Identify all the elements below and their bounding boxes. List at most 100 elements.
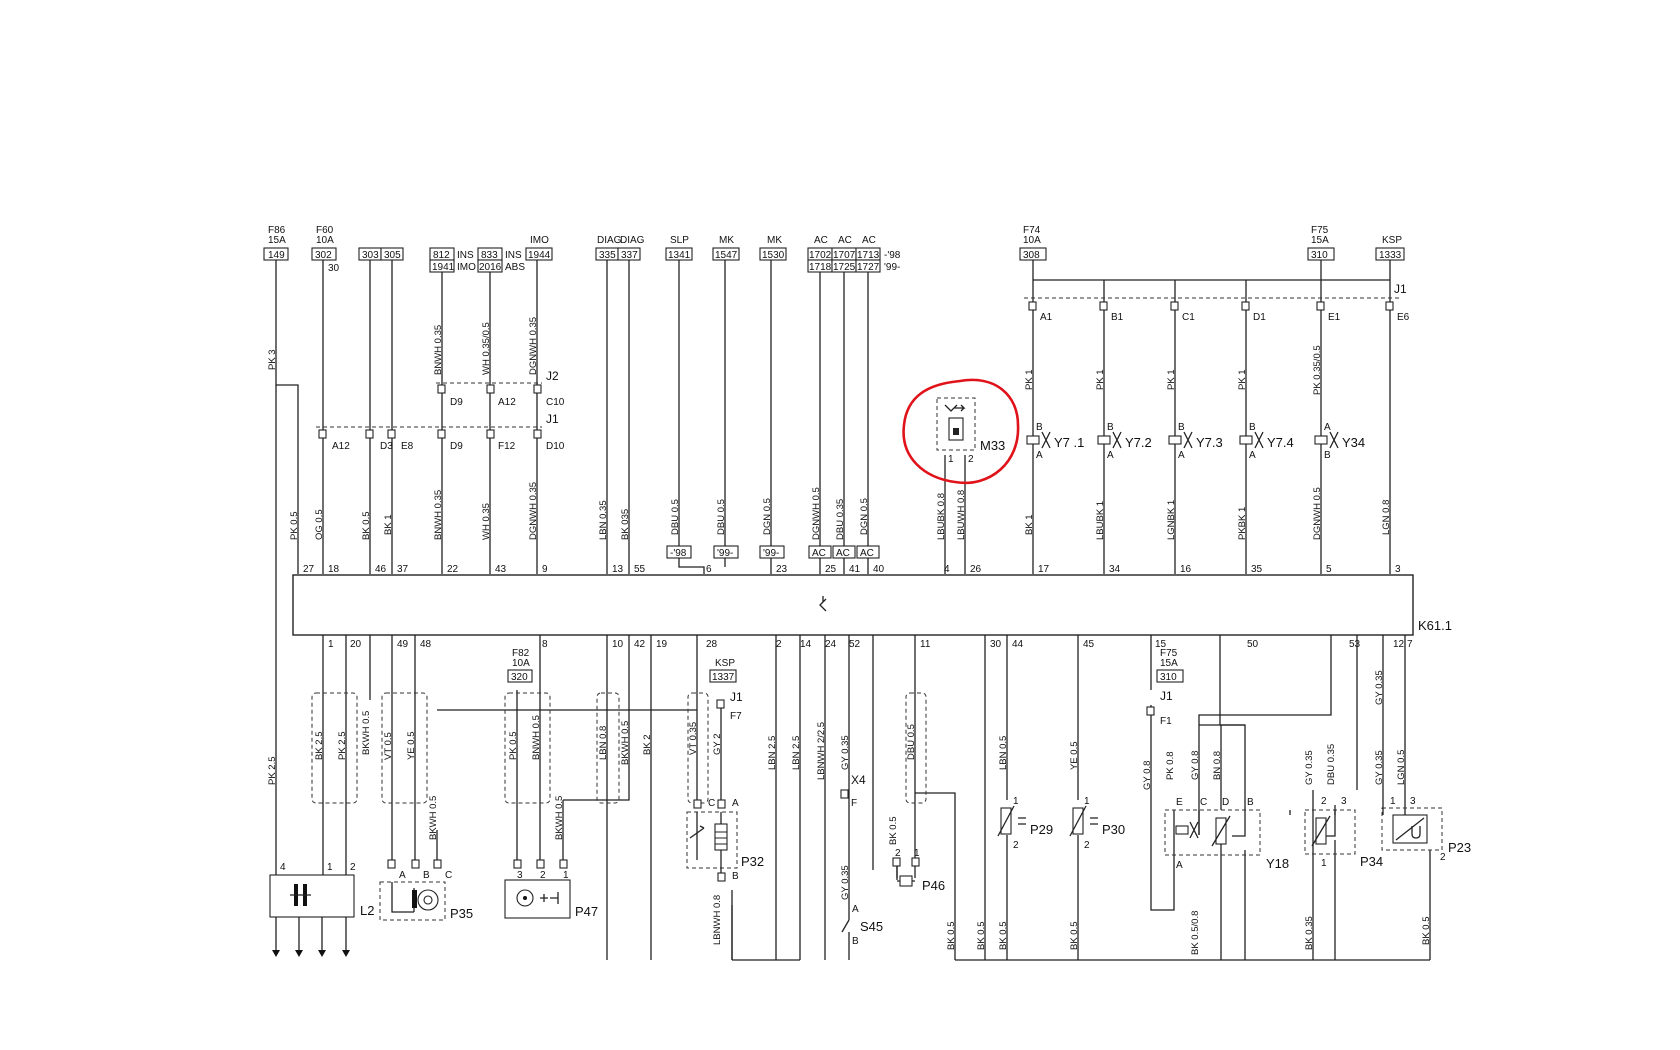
pin-label: 11 [920, 639, 931, 650]
pin-label: 1 [948, 454, 954, 465]
top-box-ins-imo: 812 1941 INS IMO 833 2016 INS ABS IMO 19… [429, 235, 553, 273]
connector-j1-right: J1 A1 B1 C1 D1 E1 E6 [1024, 282, 1410, 323]
component-label: P32 [741, 854, 764, 869]
pin-label: 43 [495, 564, 507, 575]
wire-label: BKWH 0.5 [428, 796, 439, 840]
top-box-ac: AC AC AC 1702 1707 1713 1718 1725 1727 -… [807, 235, 901, 273]
fuse-rating: 15A [268, 235, 286, 246]
pin-label: F1 [1160, 716, 1172, 727]
pin-label: D9 [450, 441, 463, 452]
wire-label: LBNWH 0.8 [712, 895, 723, 945]
pin-label: 6 [706, 564, 712, 575]
wire-label: LGN 0.8 [1381, 500, 1392, 535]
pin-label: E8 [401, 441, 414, 452]
fuse-num: 302 [315, 250, 332, 261]
pin-label: 17 [1038, 564, 1050, 575]
component-label: P23 [1448, 840, 1471, 855]
wire-label: DGN 0.5 [859, 498, 870, 535]
component-p46: 2 1 P46 [892, 848, 945, 893]
top-box-303-305: 303 305 [358, 247, 404, 261]
top-box-ksp: KSP 1333 [1375, 235, 1405, 261]
fuse-rating: 10A [1023, 235, 1041, 246]
wire-label: GY 0.35 [840, 865, 851, 900]
pin-label: C10 [546, 397, 565, 408]
pin-label: 10 [612, 639, 624, 650]
box-head: KSP [715, 658, 735, 669]
wire-label: DBU 0.5 [716, 499, 727, 535]
year-tag: -'98 [884, 250, 901, 261]
component-label: P34 [1360, 854, 1383, 869]
box-head: MK [767, 235, 782, 246]
box-head: MK [719, 235, 734, 246]
fuse-name: F75 [1160, 648, 1178, 659]
pin-label: 2 [1440, 852, 1446, 863]
top-fuse-f86: F86 15A 149 [263, 225, 289, 261]
component-label: P29 [1030, 822, 1053, 837]
pin-label: 23 [776, 564, 788, 575]
fuse-num: 310 [1160, 672, 1177, 683]
wire-label: BK 0.5 [976, 921, 987, 950]
box-head: SLP [670, 235, 689, 246]
wire-label: YE 0.5 [406, 731, 417, 760]
wire-label: LBNWH 2/2.5 [816, 722, 827, 780]
fuse-num: 320 [511, 672, 528, 683]
pin-label: 48 [420, 639, 432, 650]
valves-row: B A Y7 .1 B A Y7.2 B A Y7.3 B A Y7.4 [1026, 422, 1365, 461]
wire-label: DBU 0.35 [1326, 744, 1337, 785]
pin-label: 1 [327, 862, 333, 873]
pin-label: E1 [1328, 312, 1341, 323]
fuse-name: F74 [1023, 225, 1041, 236]
pin-label: 25 [825, 564, 837, 575]
fuse-name: F75 [1311, 225, 1329, 236]
valve-y74: B A Y7.4 [1239, 422, 1294, 461]
pin-label: 46 [375, 564, 387, 575]
connector-j1-top: J1 A12 D3 E8 D9 F12 D10 [316, 412, 565, 452]
pin-label: 20 [350, 639, 362, 650]
pin-label: 15 [1155, 639, 1167, 650]
pin-label: 9 [542, 564, 548, 575]
year-tag: '99- [717, 548, 733, 559]
box-num: 1725 [833, 262, 856, 273]
wire-label: BN 0.8 [1212, 751, 1223, 780]
pin-label: B [732, 871, 739, 882]
component-label: S45 [860, 919, 883, 934]
component-p29: 1 2 P29 [997, 796, 1053, 851]
wire-label: BK 2 [642, 734, 653, 755]
box-tag: INS [457, 250, 474, 261]
wire-label: PK 1 [1166, 369, 1177, 390]
wire-label: DGNWH 0.35 [528, 482, 539, 540]
wire-label: PK 0.5 [508, 731, 519, 760]
box-num: 812 [433, 250, 450, 261]
wire-label: DGNWH 0.5 [1312, 487, 1323, 540]
component-label: P46 [922, 878, 945, 893]
box-num: 1713 [857, 250, 880, 261]
fuse-name: F86 [268, 225, 286, 236]
box-num: 1944 [528, 250, 551, 261]
connector-label: J1 [1394, 282, 1407, 296]
fuse-note: 30 [328, 263, 340, 274]
connector-label: J1 [546, 412, 559, 426]
connector-label: J1 [1160, 689, 1173, 703]
component-p35: A B C P35 [379, 859, 473, 921]
top-fuse-f75: F75 15A 310 [1307, 225, 1335, 261]
pin-label: 35 [1251, 564, 1263, 575]
wire-label: GY 0.8 [1190, 751, 1201, 780]
wire-label: BK 2.5 [314, 731, 325, 760]
wire-label: BK 0.5/0.8 [1190, 911, 1201, 955]
fuse-f75-bottom: F75 15A 310 J1 F1 [1146, 648, 1184, 727]
pin-label: 22 [447, 564, 459, 575]
wire-label: BK 0.5 [1421, 916, 1432, 945]
wire-label: VT 0.5 [383, 732, 394, 760]
component-label: Y7.3 [1196, 435, 1223, 450]
top-wires [275, 260, 1391, 574]
ecu-k61-1: K61.1 [292, 574, 1452, 636]
wire-label: PK 1 [1024, 369, 1035, 390]
component-label: Y34 [1342, 435, 1365, 450]
wire-label: BKWH 0.5 [554, 796, 565, 840]
wire-label: OG 0.5 [314, 509, 325, 540]
pin-label: B [1247, 797, 1254, 808]
component-label: Y18 [1266, 856, 1289, 871]
valve-y72: B A Y7.2 [1097, 422, 1152, 461]
wire-label: PK 1 [1237, 369, 1248, 390]
